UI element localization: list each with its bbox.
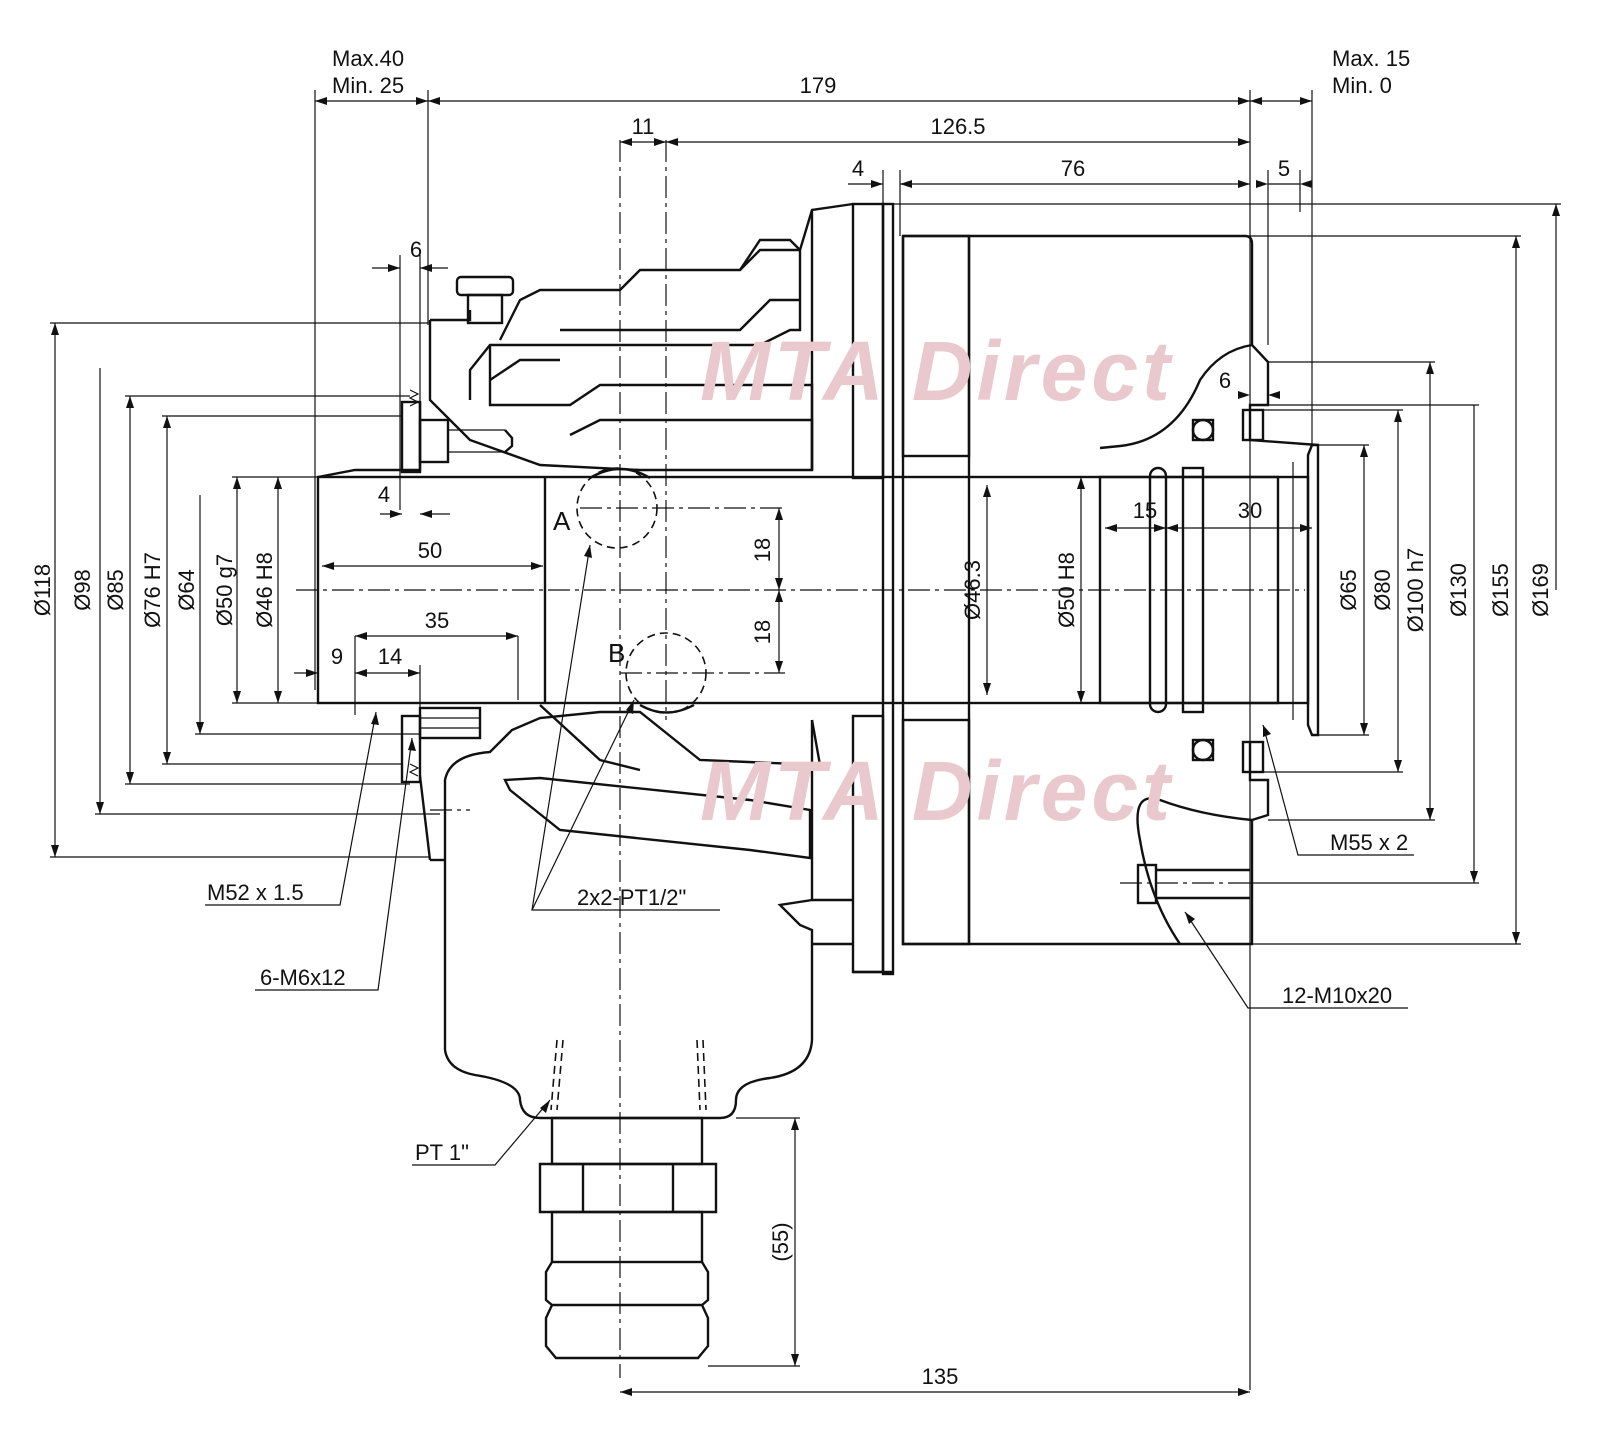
dim-30: 30 — [1238, 498, 1262, 523]
dim-15: 15 — [1133, 498, 1157, 523]
dim-5: 5 — [1278, 156, 1290, 181]
dia-50-g7: Ø50 g7 — [212, 554, 237, 626]
dia-155: Ø155 — [1488, 563, 1513, 617]
port-b-label: B — [608, 638, 625, 668]
dim-min-25: Min. 25 — [332, 73, 404, 98]
watermark-lower: MTA Direct — [700, 744, 1174, 838]
center-lines — [296, 140, 1305, 1378]
dim-9: 9 — [331, 644, 343, 669]
dia-46-h8: Ø46 H8 — [252, 552, 277, 628]
dia-85: Ø85 — [103, 569, 128, 611]
housing-outline — [316, 202, 1320, 1360]
dim-14: 14 — [378, 644, 402, 669]
dim-179: 179 — [800, 73, 837, 98]
dim-18-upper: 18 — [750, 538, 775, 562]
dim-max-40: Max.40 — [332, 46, 404, 71]
dia-65: Ø65 — [1336, 569, 1361, 611]
dim-6-top: 6 — [410, 237, 422, 262]
screw-m6-label: 6-M6x12 — [260, 965, 346, 990]
dim-min-0: Min. 0 — [1332, 73, 1392, 98]
dim-135: 135 — [922, 1364, 959, 1389]
port-a-label: A — [553, 506, 571, 536]
dia-80: Ø80 — [1370, 569, 1395, 611]
dia-118: Ø118 — [30, 564, 55, 616]
port-pt1-label: PT 1" — [415, 1140, 469, 1165]
dim-35: 35 — [425, 608, 449, 633]
dim-55: (55) — [768, 1222, 793, 1261]
dim-50: 50 — [418, 538, 442, 563]
dim-4-top: 4 — [852, 156, 864, 181]
dia-64: Ø64 — [174, 569, 199, 611]
dimension-lines — [50, 90, 1561, 1393]
dia-100-h7: Ø100 h7 — [1403, 548, 1428, 632]
dim-11: 11 — [632, 114, 655, 139]
screw-m10-label: 12-M10x20 — [1282, 983, 1392, 1008]
vertical-dimension-labels: 18 18 (55) Ø118 Ø98 Ø85 Ø76 H7 Ø64 Ø50 g… — [30, 538, 1553, 1262]
dim-6-right: 6 — [1219, 368, 1231, 393]
dia-50-h8: Ø50 H8 — [1054, 552, 1079, 628]
watermark-upper: MTA Direct — [700, 324, 1174, 418]
callout-labels: A B M52 x 1.5 6-M6x12 2x2-PT1/2" PT 1" M… — [207, 506, 1408, 1165]
dia-76-h7: Ø76 H7 — [140, 552, 165, 628]
dim-126-5: 126.5 — [930, 114, 985, 139]
horizontal-dimension-labels: Max.40 Min. 25 179 Max. 15 Min. 0 11 126… — [331, 46, 1410, 1389]
thread-m55-label: M55 x 2 — [1330, 830, 1408, 855]
dim-4-left: 4 — [378, 482, 390, 507]
dia-98: Ø98 — [70, 569, 95, 611]
arrowheads — [51, 97, 1560, 1396]
dim-18-lower: 18 — [750, 620, 775, 644]
dim-76: 76 — [1061, 156, 1085, 181]
dia-46-3: Ø46.3 — [960, 560, 985, 620]
dia-169: Ø169 — [1528, 563, 1553, 617]
thread-m52-label: M52 x 1.5 — [207, 880, 304, 905]
dim-max-15: Max. 15 — [1332, 46, 1410, 71]
port-pt12-label: 2x2-PT1/2" — [577, 885, 686, 910]
dia-130: Ø130 — [1446, 563, 1471, 617]
